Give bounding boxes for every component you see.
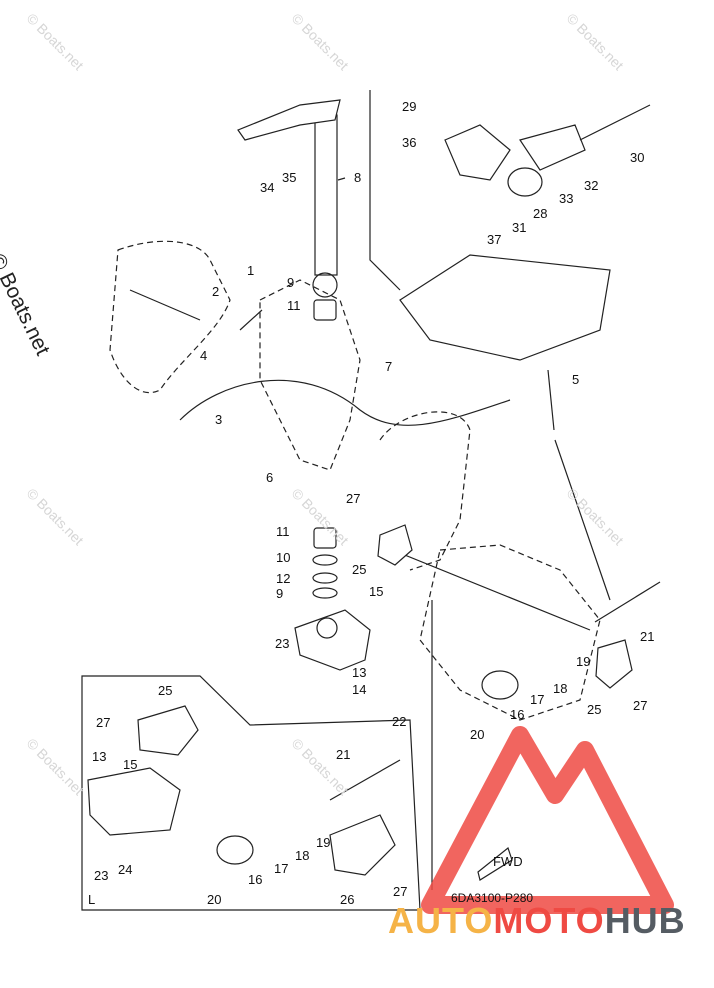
washer-10 xyxy=(312,554,338,566)
callout-18: 18 xyxy=(553,681,567,696)
callout-7: 7 xyxy=(385,359,392,374)
callout-21: 21 xyxy=(336,747,350,762)
callout-17: 17 xyxy=(530,692,544,707)
inset-bracket-13 xyxy=(87,767,181,836)
exhaust-guide-plate xyxy=(399,254,611,361)
bracket-outline-dashed xyxy=(109,240,231,394)
brand-part3: HUB xyxy=(604,900,686,941)
washer-9-top xyxy=(312,272,338,298)
callout-22: 22 xyxy=(392,714,406,729)
brand-wordmark: AUTOMOTOHUB xyxy=(388,900,686,942)
callout-20: 20 xyxy=(207,892,221,907)
callout-27: 27 xyxy=(633,698,647,713)
brand-part1: AUTO xyxy=(388,900,494,941)
callout-11: 11 xyxy=(287,298,301,313)
washer-12 xyxy=(312,572,338,584)
steering-arm xyxy=(237,99,341,141)
callout-17: 17 xyxy=(274,861,288,876)
lower-casing-outline xyxy=(419,544,601,721)
callout-19: 19 xyxy=(316,835,330,850)
callout-27: 27 xyxy=(96,715,110,730)
washer-9-bottom xyxy=(312,587,338,599)
callout-37: 37 xyxy=(487,232,501,247)
callout-36: 36 xyxy=(402,135,416,150)
bushing-11-bottom xyxy=(313,527,337,549)
part-drawings xyxy=(81,90,661,911)
part-code: 6DA3100-P280 xyxy=(451,891,534,905)
callout-21: 21 xyxy=(640,629,654,644)
callout-35: 35 xyxy=(282,170,296,185)
callout-25: 25 xyxy=(587,702,601,717)
callout-3: 3 xyxy=(215,412,222,427)
fwd-label: FWD xyxy=(493,854,523,869)
callout-30: 30 xyxy=(630,150,644,165)
bolt-5 xyxy=(547,369,555,431)
inset-cover-25 xyxy=(137,705,199,756)
callout-9: 9 xyxy=(287,275,294,290)
callout-16: 16 xyxy=(510,707,524,722)
callout-16: 16 xyxy=(248,872,262,887)
callout-19: 19 xyxy=(576,654,590,669)
bolt-21-inset xyxy=(329,759,401,801)
callout-27: 27 xyxy=(393,884,407,899)
brand-logo-icon xyxy=(421,726,674,914)
brand-part2: MOTO xyxy=(493,900,605,941)
callout-23: 23 xyxy=(275,636,289,651)
callout-23: 23 xyxy=(94,868,108,883)
inset-cover-26 xyxy=(329,814,396,876)
fwd-arrow: FWD xyxy=(477,846,523,881)
callout-31: 31 xyxy=(512,220,526,235)
callout-33: 33 xyxy=(559,191,573,206)
callout-25: 25 xyxy=(158,683,172,698)
upper-mount-outline xyxy=(379,411,471,571)
callout-13: 13 xyxy=(92,749,106,764)
callout-25: 25 xyxy=(352,562,366,577)
callout-26: 26 xyxy=(340,892,354,907)
lower-bracket-hole xyxy=(316,617,338,639)
callout-2: 2 xyxy=(212,284,219,299)
callout-14: 14 xyxy=(352,682,366,697)
bushing-11-top xyxy=(313,299,337,321)
callout-18: 18 xyxy=(295,848,309,863)
mount-rubber-28 xyxy=(507,167,543,197)
callout-6: 6 xyxy=(266,470,273,485)
callout-10: 10 xyxy=(276,550,290,565)
lower-bracket xyxy=(294,609,371,671)
bolt-21 xyxy=(594,581,661,623)
callout-24: 24 xyxy=(118,862,132,877)
bolt-30 xyxy=(579,104,651,141)
cover-25-lower xyxy=(595,639,633,689)
callout-4: 4 xyxy=(200,348,207,363)
callout-15: 15 xyxy=(369,584,383,599)
inset-frame xyxy=(81,675,421,911)
callout-15: 15 xyxy=(123,757,137,772)
callout-32: 32 xyxy=(584,178,598,193)
mount-rubber-16 xyxy=(481,670,519,700)
callout-L: L xyxy=(88,892,95,907)
callout-8: 8 xyxy=(354,170,361,185)
steering-shaft xyxy=(314,114,338,276)
callout-13: 13 xyxy=(352,665,366,680)
callout-34: 34 xyxy=(260,180,274,195)
cover-25-upper xyxy=(377,524,413,566)
bracket-32 xyxy=(519,124,586,171)
cover-36 xyxy=(444,124,511,181)
callout-28: 28 xyxy=(533,206,547,221)
callout-labels: 1234567891129363032332831373435272511101… xyxy=(88,99,654,907)
callout-12: 12 xyxy=(276,571,290,586)
leader-lines xyxy=(129,90,611,890)
bracket-outline-dashed-2 xyxy=(259,279,361,471)
callout-1: 1 xyxy=(247,263,254,278)
callout-9: 9 xyxy=(276,586,283,601)
wire-lead xyxy=(179,379,511,426)
callout-11: 11 xyxy=(276,524,290,539)
callout-20: 20 xyxy=(470,727,484,742)
callout-27: 27 xyxy=(346,491,360,506)
callout-5: 5 xyxy=(572,372,579,387)
mount-rubber-16-inset xyxy=(216,835,254,865)
callout-29: 29 xyxy=(402,99,416,114)
